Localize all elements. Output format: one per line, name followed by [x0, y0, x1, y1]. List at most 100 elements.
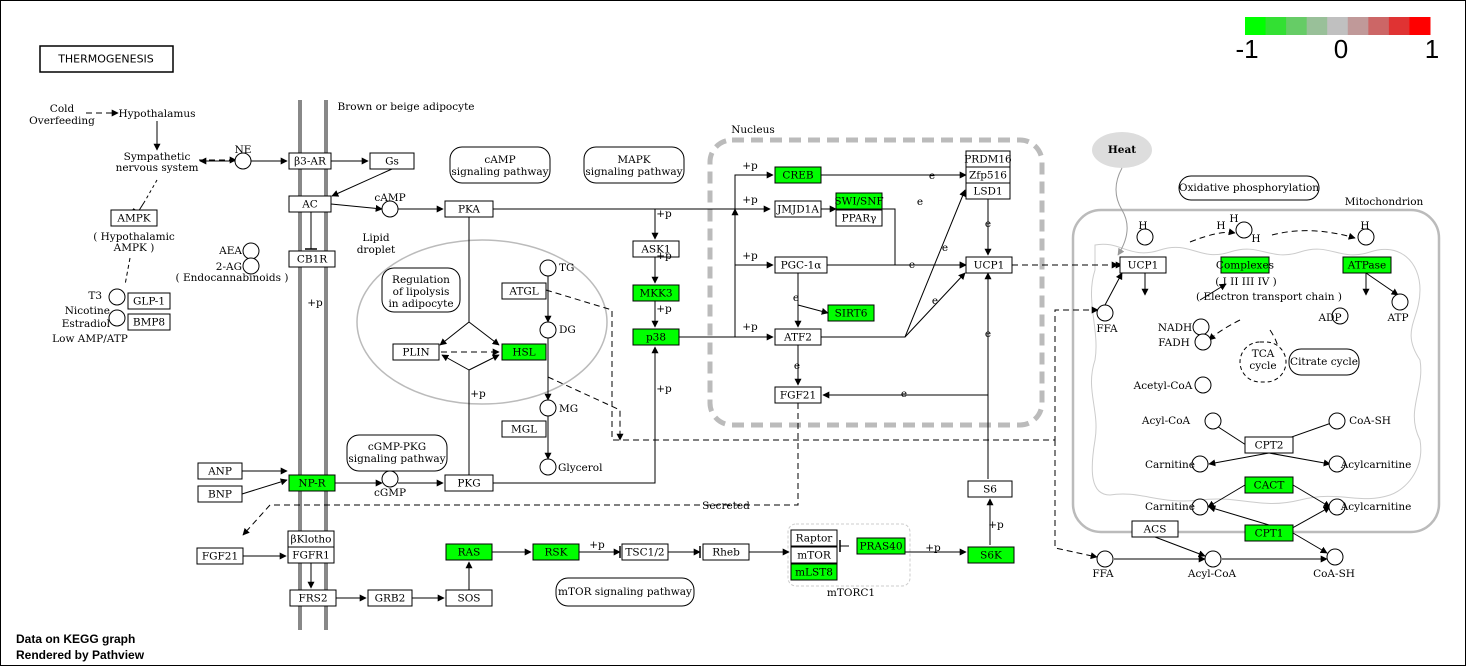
gene-grb2[interactable]: GRB2 [367, 589, 413, 607]
gene-gs[interactable]: Gs [369, 152, 415, 170]
gene-zfp516[interactable]: Zfp516 [965, 166, 1011, 184]
compound-circle [1192, 318, 1210, 336]
gene-glp1[interactable]: GLP-1 [127, 292, 171, 310]
gene-ampk[interactable]: AMPK [110, 209, 158, 227]
edge-activation [1199, 283, 1227, 301]
label-complex-roman: ( I II III IV ) [1215, 276, 1277, 288]
gene-pras40[interactable]: PRAS40 [856, 537, 906, 555]
label-t3: T3 [88, 290, 102, 302]
gene-bmp8[interactable]: BMP8 [127, 313, 171, 331]
gene-p38[interactable]: p38 [632, 328, 680, 346]
gene-tsc12[interactable]: TSC1/2 [621, 543, 669, 561]
gene-lsd1[interactable]: LSD1 [965, 182, 1011, 200]
gene-swisnf[interactable]: SWI/SNF [834, 192, 884, 210]
gene-hsl[interactable]: HSL [501, 343, 547, 361]
gene-cb1r[interactable]: CB1R [288, 250, 336, 268]
compound-circle [108, 309, 126, 327]
gene-anp[interactable]: ANP [197, 462, 243, 480]
legend-swatch [1347, 17, 1369, 35]
pathway-label: cycle [1249, 360, 1276, 372]
gene-fgf21o[interactable]: FGF21 [196, 547, 244, 565]
label-h: H [1216, 220, 1225, 232]
gene-cpt2[interactable]: CPT2 [1244, 436, 1294, 454]
gene-ppary[interactable]: PPARγ [835, 209, 883, 227]
gene-atgl[interactable]: ATGL [501, 282, 547, 300]
gene-label: GLP-1 [133, 296, 165, 308]
pathway-citrate[interactable]: Citrate cycle [1288, 348, 1360, 376]
gene-ucp1a[interactable]: UCP1 [965, 256, 1013, 274]
gene-label: CB1R [297, 254, 328, 266]
gene-label: MKK3 [639, 288, 672, 300]
gene-mlst8[interactable]: mLST8 [790, 563, 838, 581]
gene-mkk3[interactable]: MKK3 [632, 284, 680, 302]
gene-ucp1b[interactable]: UCP1 [1119, 256, 1167, 274]
legend-swatch [1368, 17, 1390, 35]
pathway-oxphos[interactable]: Oxidative phosphorylation [1178, 175, 1320, 201]
gene-cact[interactable]: CACT [1244, 476, 1294, 494]
gene-raptor[interactable]: Raptor [790, 529, 838, 547]
gene-s6[interactable]: S6 [967, 480, 1013, 498]
label-tg: TG [559, 262, 574, 274]
gene-label: ANP [207, 466, 232, 478]
pathway-label: in adipocyte [388, 298, 453, 310]
compound-circle [108, 288, 126, 306]
label-ffa: FFA [1092, 568, 1114, 580]
phosphorylation-label: +p [742, 250, 758, 262]
gene-cpt1[interactable]: CPT1 [1244, 524, 1294, 542]
gene-bnp[interactable]: BNP [197, 485, 243, 503]
gene-s6k[interactable]: S6K [967, 546, 1015, 564]
label-ne: NE [235, 144, 252, 156]
gene-label: Rheb [712, 547, 740, 559]
pathway-label: Regulation [392, 274, 450, 286]
gene-plin[interactable]: PLIN [392, 343, 440, 361]
gene-ac[interactable]: AC [288, 195, 332, 213]
gene-sirt6[interactable]: SIRT6 [827, 304, 875, 322]
expression-label: e [932, 295, 938, 307]
compound-circle [234, 152, 252, 170]
pathway-label: Oxidative phosphorylation [1179, 182, 1319, 194]
compound-circle [539, 458, 557, 476]
pathway-mtorp[interactable]: mTOR signaling pathway [555, 577, 695, 607]
gene-fgfr1[interactable]: FGFR1 [287, 546, 335, 564]
gene-npr[interactable]: NP-R [288, 474, 336, 492]
gene-frs2[interactable]: FRS2 [289, 589, 337, 607]
gene-rsk[interactable]: RSK [532, 543, 580, 561]
gene-fgf21n[interactable]: FGF21 [774, 386, 822, 404]
gene-prdm16[interactable]: PRDM16 [964, 150, 1012, 168]
gene-jmjd1a[interactable]: JMJD1A [774, 200, 822, 218]
gene-complexes[interactable]: Complexes [1216, 256, 1274, 274]
gene-atf2[interactable]: ATF2 [774, 328, 822, 346]
gene-b3ar[interactable]: β3-AR [288, 152, 332, 170]
gene-bklotho[interactable]: βKlotho [287, 530, 335, 548]
label-acyl-coa: Acyl-CoA [1187, 568, 1237, 580]
gene-creb[interactable]: CREB [774, 166, 822, 184]
legend-swatch [1245, 17, 1267, 35]
gene-ras[interactable]: RAS [445, 543, 493, 561]
gene-sos[interactable]: SOS [445, 589, 493, 607]
gene-rheb[interactable]: Rheb [702, 543, 750, 561]
gene-atpase[interactable]: ATPase [1342, 256, 1392, 274]
gene-ask1[interactable]: ASK1 [632, 240, 680, 258]
gene-pgc1a[interactable]: PGC-1α [774, 256, 828, 274]
gene-pka[interactable]: PKA [444, 200, 494, 218]
phosphorylation-label: +p [470, 388, 486, 400]
gene-mgl[interactable]: MGL [501, 420, 547, 438]
edge-activation [1154, 536, 1206, 558]
gene-mtor[interactable]: mTOR [790, 546, 838, 564]
edge-activation [1292, 532, 1328, 554]
credit-line-1: Data on KEGG graph [16, 632, 136, 646]
label-glycerol: Glycerol [558, 462, 603, 474]
edge-activation [493, 346, 659, 484]
compound-circle [539, 259, 557, 277]
label-carnitine: Carnitine [1145, 501, 1195, 513]
gene-label: UCP1 [1128, 260, 1159, 272]
label-h: H [1360, 220, 1369, 232]
gene-acs[interactable]: ACS [1131, 520, 1179, 538]
gene-pkg[interactable]: PKG [444, 474, 494, 492]
compound-circle [1326, 548, 1344, 566]
